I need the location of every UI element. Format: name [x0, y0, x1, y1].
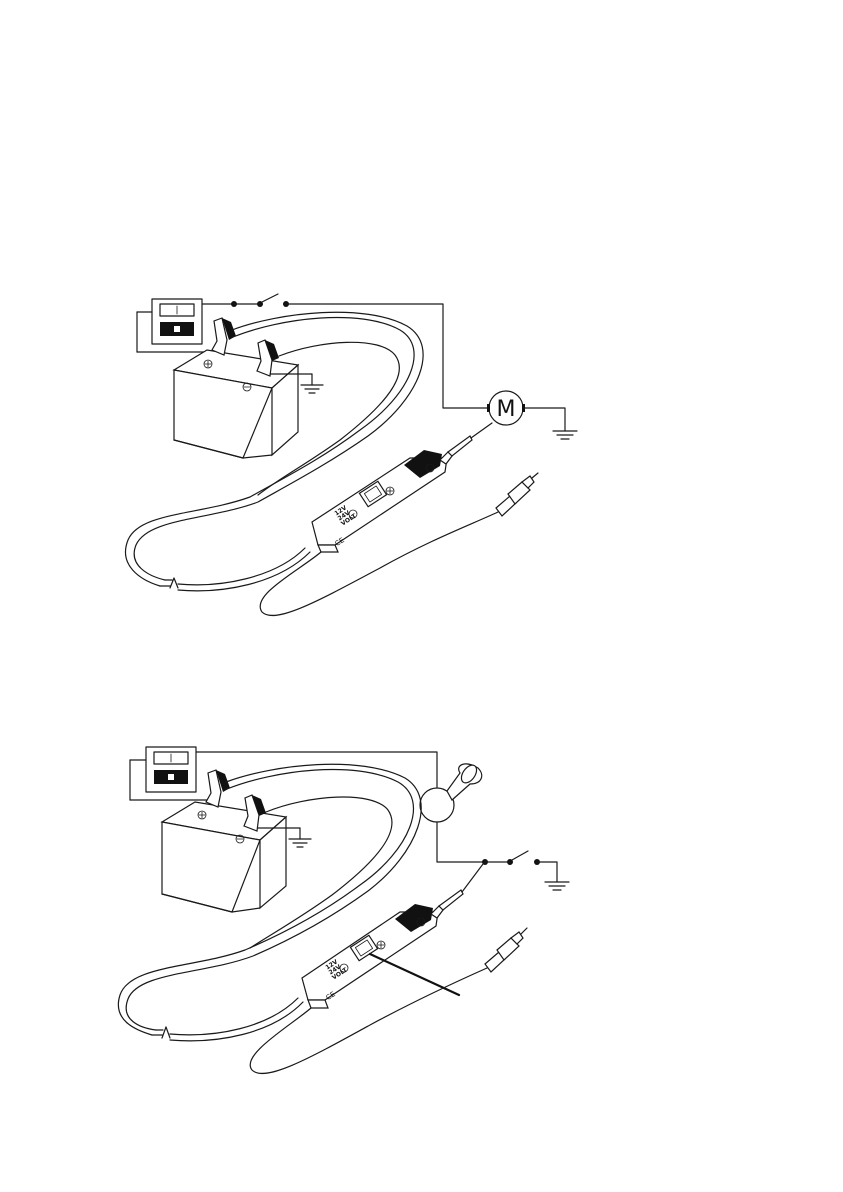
circuit-tester-icon: 12V 24V VOLT CE — [302, 904, 438, 1008]
diagram-motor-test: M — [126, 294, 577, 616]
circuit-tester-icon: 12V 24V VOLT CE — [312, 450, 447, 552]
battery-icon — [174, 350, 298, 458]
callout-pointer — [370, 954, 459, 995]
switch-icon — [482, 851, 540, 865]
switch-icon — [231, 294, 289, 307]
plug-connector-icon — [496, 473, 538, 516]
ground-icon — [545, 882, 569, 890]
horn-icon — [420, 762, 482, 822]
diagram-horn-test: 12V 24V VOLT CE — [118, 747, 569, 1074]
fuse-box-icon — [137, 299, 215, 352]
fuse-box-icon — [130, 747, 210, 800]
battery-icon — [162, 802, 286, 912]
plug-connector-icon — [485, 928, 527, 972]
probe-tip-icon — [431, 864, 483, 918]
motor-icon: M — [487, 391, 525, 425]
probe-tip-icon — [440, 423, 492, 464]
motor-label: M — [497, 397, 516, 422]
ground-icon — [553, 431, 577, 439]
